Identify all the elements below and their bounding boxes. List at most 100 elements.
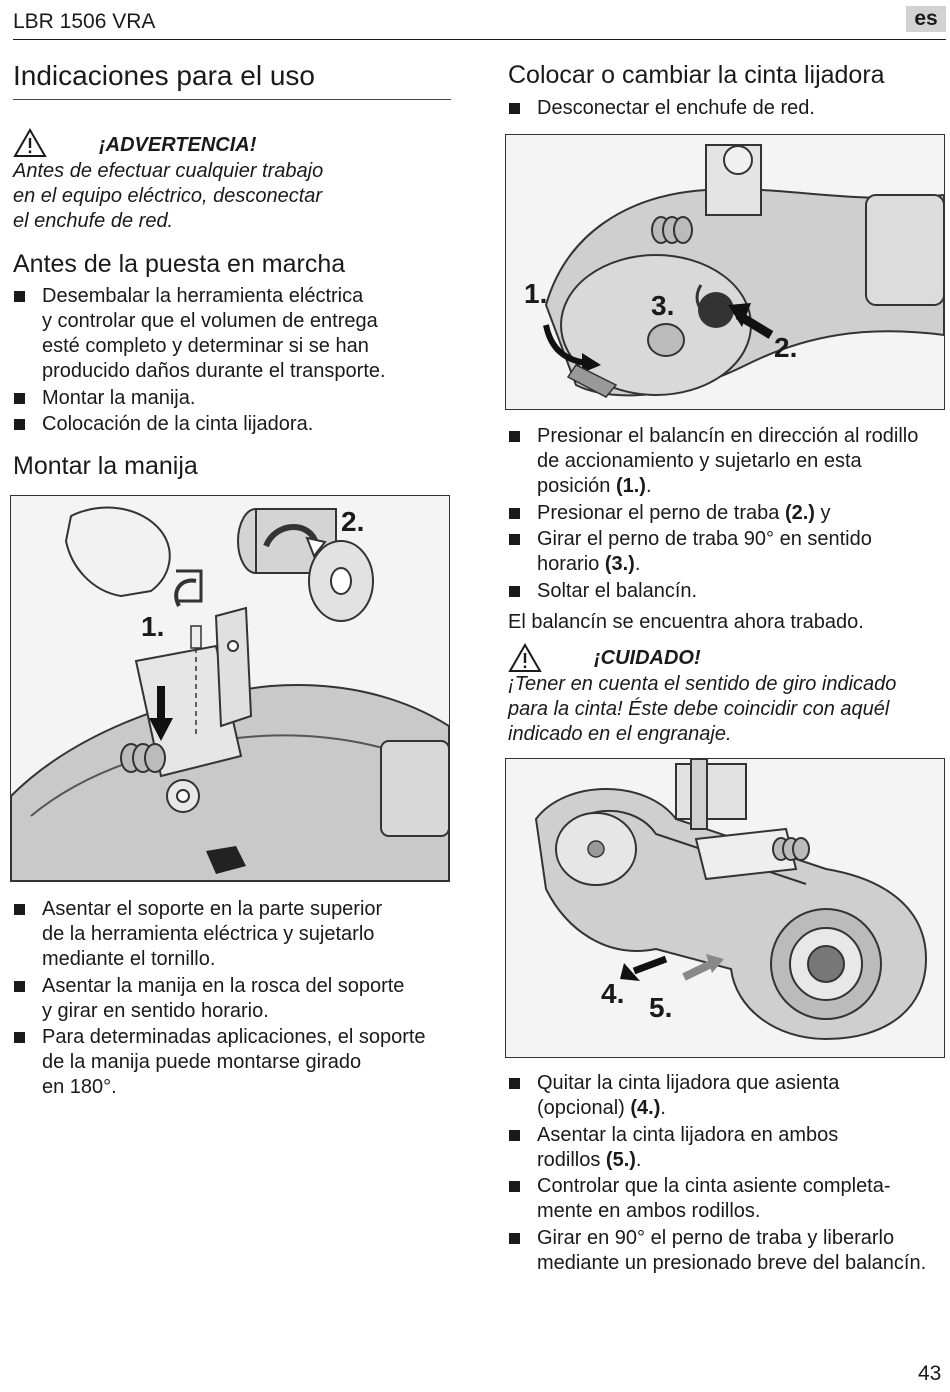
figure-reference: (2.) bbox=[784, 501, 815, 524]
belt-steps-list: Quitar la cinta lijadora que asienta (op… bbox=[508, 1071, 948, 1277]
caution-triangle-icon bbox=[508, 643, 542, 672]
list-item: Quitar la cinta lijadora que asienta (op… bbox=[508, 1071, 948, 1121]
list-item-line: posición (1.). bbox=[537, 474, 948, 499]
list-item: Desembalar la herramienta eléctrica y co… bbox=[13, 284, 453, 384]
warning-line: el enchufe de red. bbox=[13, 210, 174, 232]
list-item: Controlar que la cinta asiente completa-… bbox=[508, 1174, 948, 1224]
figure-lock-lever: 1. 2. 3. bbox=[505, 134, 945, 410]
list-item: Girar en 90° el perno de traba y liberar… bbox=[508, 1226, 948, 1276]
warning-text: Antes de efectuar cualquier trabajo en e… bbox=[13, 159, 323, 234]
list-item-line: de la herramienta eléctrica y sujetarlo bbox=[42, 923, 375, 945]
list-item-line: Montar la manija. bbox=[42, 386, 196, 409]
header-model: LBR 1506 VRA bbox=[13, 10, 156, 33]
list-item-text: posición bbox=[537, 475, 616, 497]
figure-label: 1. bbox=[524, 278, 547, 309]
figure-belt-change: 4. 5. bbox=[505, 758, 945, 1058]
list-item: Asentar la cinta lijadora en ambos rodil… bbox=[508, 1123, 948, 1173]
section-title-before-start: Antes de la puesta en marcha bbox=[13, 250, 346, 278]
list-item-line: de accionamiento y sujetarlo en esta bbox=[537, 450, 862, 472]
list-item-line: mente en ambos rodillos. bbox=[537, 1200, 761, 1222]
list-item-line: esté completo y determinar si se han bbox=[42, 335, 369, 357]
list-item-text: . bbox=[635, 1148, 642, 1171]
locked-status-text: El balancín se encuentra ahora trabado. bbox=[508, 611, 864, 633]
warning-line: en el equipo eléctrico, desconectar bbox=[13, 185, 323, 207]
list-item-line: Presionar el perno de traba (2.) y bbox=[537, 501, 948, 526]
intro-list: Desconectar el enchufe de red. bbox=[508, 96, 948, 123]
list-item-text: Presionar el perno de traba bbox=[537, 501, 785, 524]
figure-reference: (3.) bbox=[604, 553, 635, 575]
lock-steps-list: Presionar el balancín en dirección al ro… bbox=[508, 424, 948, 605]
figure-lock-lever-illustration: 1. 2. 3. bbox=[524, 144, 944, 398]
figure-reference: (1.) bbox=[615, 475, 646, 497]
list-item-line: de la manija puede montarse girado bbox=[42, 1051, 362, 1073]
caution-title: ¡CUIDADO! bbox=[594, 647, 701, 669]
list-item: Para determinadas aplicaciones, el sopor… bbox=[13, 1025, 453, 1100]
figure-mount-handle: 1. 2. bbox=[10, 495, 450, 882]
list-item-line: Para determinadas aplicaciones, el sopor… bbox=[42, 1026, 426, 1048]
list-item-line: Girar el perno de traba 90° en sentido bbox=[537, 528, 872, 550]
list-item-line: Girar en 90° el perno de traba y liberar… bbox=[537, 1226, 895, 1249]
figure-reference: (4.) bbox=[630, 1097, 661, 1119]
list-item: Girar el perno de traba 90° en sentido h… bbox=[508, 527, 948, 577]
list-item: Montar la manija. bbox=[13, 386, 453, 411]
list-item-line: Desconectar el enchufe de red. bbox=[537, 97, 815, 119]
list-item-line: horario (3.). bbox=[537, 552, 948, 577]
caution-line: para la cinta! Éste debe coincidir con a… bbox=[508, 698, 890, 720]
list-item-line: Soltar el balancín. bbox=[537, 579, 698, 602]
caution-line: indicado en el engranaje. bbox=[508, 723, 732, 745]
list-item-text: . bbox=[645, 475, 652, 497]
list-item-line: Desembalar la herramienta eléctrica bbox=[42, 285, 364, 307]
warning-title: ¡ADVERTENCIA! bbox=[99, 134, 257, 156]
warning-triangle-icon bbox=[13, 128, 47, 157]
page-number: 43 bbox=[918, 1362, 942, 1385]
list-item-text: horario bbox=[537, 553, 605, 575]
section-title-sanding-belt: Colocar o cambiar la cinta lijadora bbox=[508, 61, 885, 89]
figure-reference: (5.) bbox=[605, 1148, 636, 1171]
before-start-list: Desembalar la herramienta eléctrica y co… bbox=[13, 284, 453, 439]
list-item-line: y controlar que el volumen de entrega bbox=[42, 310, 378, 332]
list-item: Soltar el balancín. bbox=[508, 579, 948, 604]
list-item: Asentar la manija en la rosca del soport… bbox=[13, 974, 453, 1024]
list-item-line: producido daños durante el transporte. bbox=[42, 360, 386, 382]
header-rule bbox=[13, 39, 946, 40]
list-item-line: Asentar el soporte en la parte superior bbox=[42, 898, 383, 920]
figure-label: 2. bbox=[774, 332, 797, 363]
section-title-usage: Indicaciones para el uso bbox=[13, 60, 315, 91]
list-item-text: rodillos bbox=[537, 1148, 606, 1171]
figure-label: 4. bbox=[601, 978, 624, 1009]
figure-belt-change-illustration: 4. 5. bbox=[534, 759, 928, 1041]
list-item-text: . bbox=[634, 553, 641, 575]
warning-line: Antes de efectuar cualquier trabajo bbox=[13, 160, 324, 182]
list-item: Asentar el soporte en la parte superior … bbox=[13, 897, 453, 972]
caution-text: ¡Tener en cuenta el sentido de giro indi… bbox=[508, 672, 896, 747]
list-item: Presionar el balancín en dirección al ro… bbox=[508, 424, 948, 499]
list-item-line: mediante un presionado breve del balancí… bbox=[537, 1251, 927, 1274]
title-rule bbox=[13, 99, 451, 100]
list-item-line: Asentar la cinta lijadora en ambos bbox=[537, 1123, 839, 1146]
list-item: Presionar el perno de traba (2.) y bbox=[508, 501, 948, 526]
list-item: Desconectar el enchufe de red. bbox=[508, 96, 948, 121]
list-item-text: (opcional) bbox=[537, 1097, 631, 1119]
language-badge: es bbox=[906, 6, 946, 32]
list-item-line: en 180°. bbox=[42, 1076, 117, 1098]
list-item-text: . bbox=[660, 1097, 666, 1119]
figure-mount-handle-illustration: 1. 2. bbox=[11, 506, 449, 881]
caution-line: ¡Tener en cuenta el sentido de giro indi… bbox=[508, 673, 897, 695]
list-item-line: (opcional) (4.). bbox=[537, 1096, 948, 1121]
list-item-line: rodillos (5.). bbox=[537, 1148, 948, 1173]
list-item-line: y girar en sentido horario. bbox=[42, 999, 269, 1022]
list-item-line: Quitar la cinta lijadora que asienta bbox=[537, 1072, 840, 1094]
list-item-text: y bbox=[814, 501, 831, 524]
mount-handle-list: Asentar el soporte en la parte superior … bbox=[13, 897, 453, 1102]
list-item-line: Presionar el balancín en dirección al ro… bbox=[537, 425, 919, 447]
list-item-line: Controlar que la cinta asiente completa- bbox=[537, 1175, 891, 1197]
figure-label: 1. bbox=[141, 611, 164, 642]
list-item: Colocación de la cinta lijadora. bbox=[13, 412, 453, 437]
figure-label: 2. bbox=[341, 506, 364, 537]
list-item-line: Colocación de la cinta lijadora. bbox=[42, 413, 314, 435]
list-item-line: mediante el tornillo. bbox=[42, 948, 216, 970]
section-title-mount-handle: Montar la manija bbox=[13, 452, 198, 480]
list-item-line: Asentar la manija en la rosca del soport… bbox=[42, 974, 405, 997]
figure-label: 5. bbox=[649, 992, 672, 1023]
figure-label: 3. bbox=[651, 290, 674, 321]
